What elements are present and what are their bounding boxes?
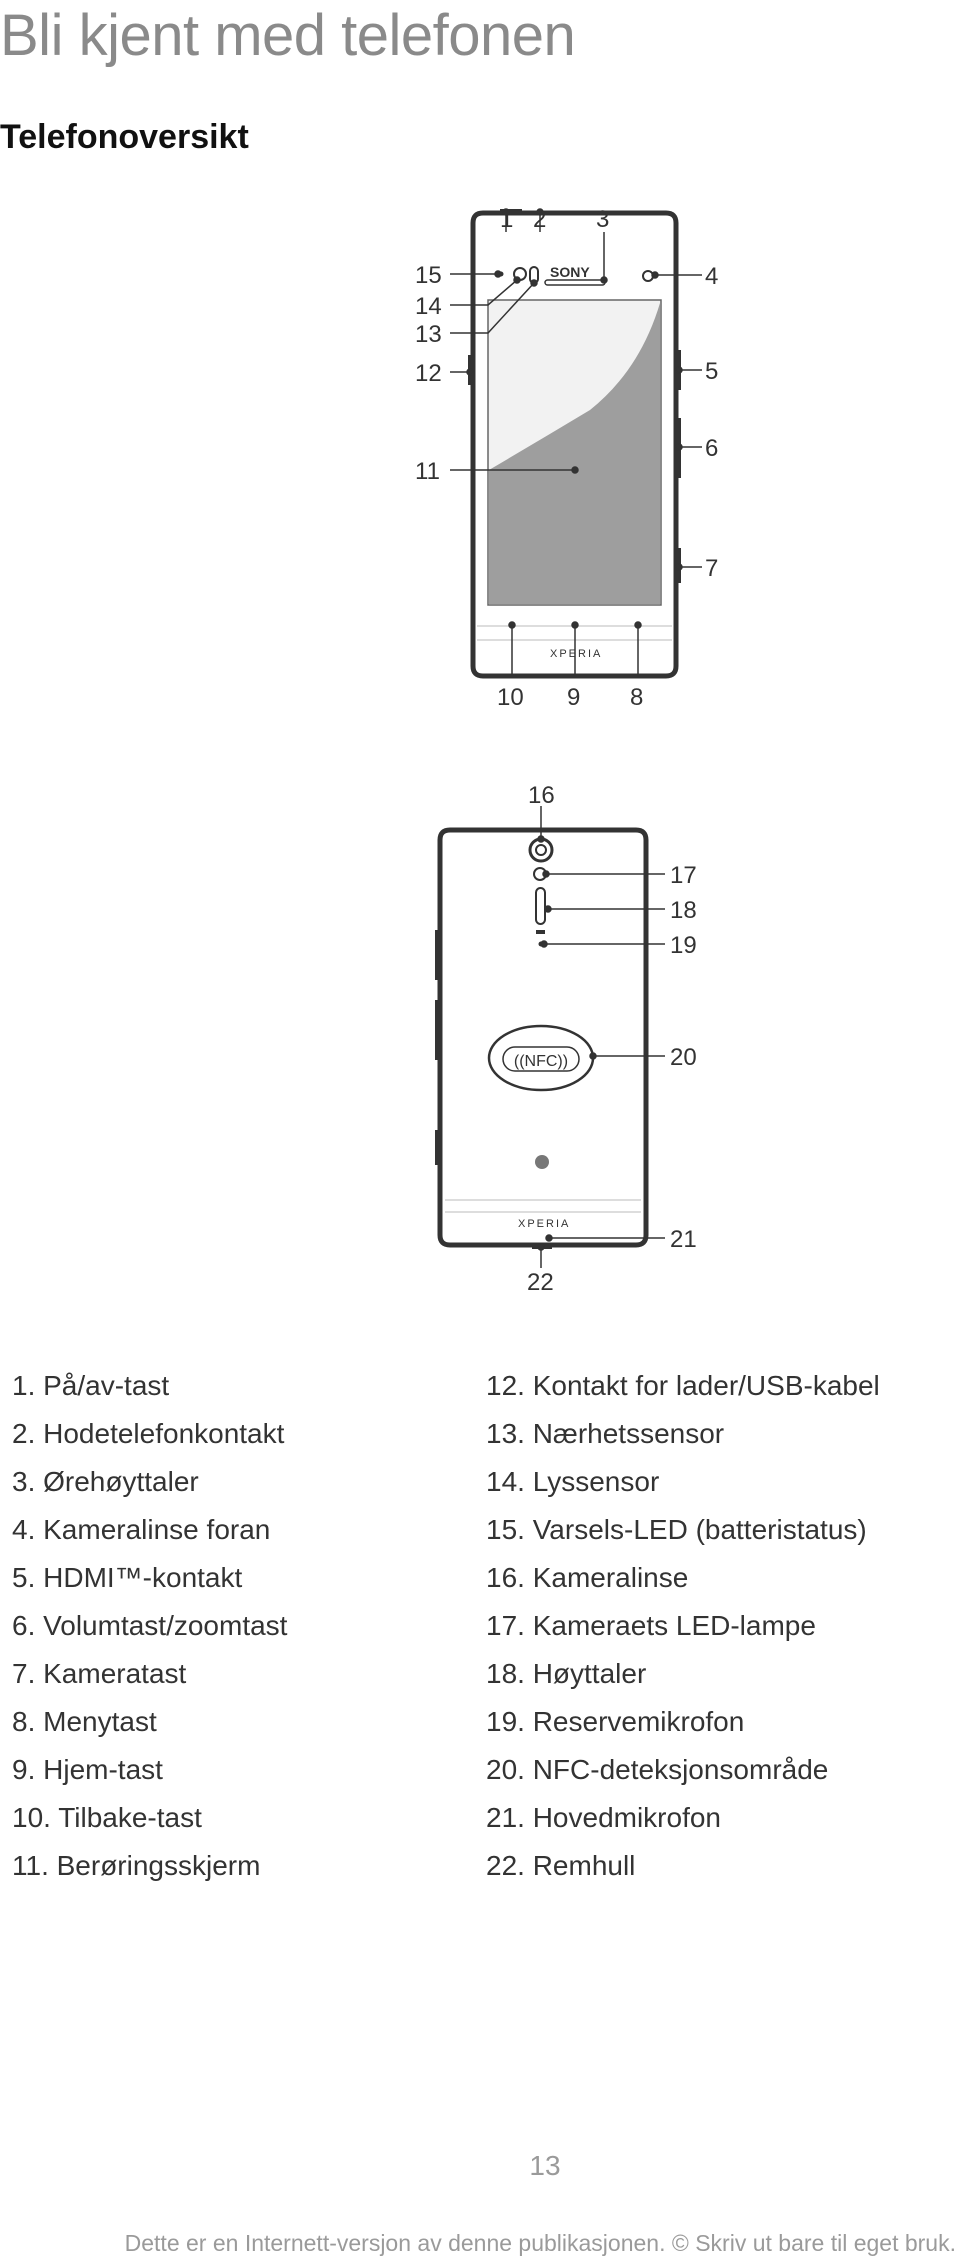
callout-11: 11 <box>415 458 440 485</box>
callout-5: 5 <box>705 358 718 385</box>
callout-21: 21 <box>670 1226 697 1253</box>
speaker <box>535 887 546 925</box>
callout-19: 19 <box>670 932 697 959</box>
legend-item: 19. Reservemikrofon <box>486 1706 745 1737</box>
power-key <box>500 209 522 213</box>
callout-1: 1 <box>500 206 513 233</box>
legend-item: 20. NFC-deteksjonsområde <box>486 1754 829 1785</box>
legend-item: 15. Varsels-LED (batteristatus) <box>486 1514 867 1545</box>
callout-17: 17 <box>670 862 697 889</box>
legend-item: 7. Kameratast <box>12 1658 187 1689</box>
sony-logo-mark <box>535 1155 549 1169</box>
earpiece-speaker <box>544 279 606 286</box>
callout-20: 20 <box>670 1044 697 1071</box>
page-number: 13 <box>529 2150 561 2181</box>
legend-item: 17. Kameraets LED-lampe <box>486 1610 816 1641</box>
legend-item: 13. Nærhetssensor <box>486 1418 725 1449</box>
callout-10: 10 <box>497 684 524 711</box>
footer-note: Dette er en Internett-versjon av denne p… <box>124 2230 956 2256</box>
callout-8: 8 <box>630 684 643 711</box>
callout-9: 9 <box>567 684 580 711</box>
legend-left-column: 1. På/av-tast 2. Hodetelefonkontakt 3. Ø… <box>12 1362 287 1890</box>
callout-4: 4 <box>705 263 718 290</box>
legend-item: 2. Hodetelefonkontakt <box>12 1418 285 1449</box>
callout-3: 3 <box>596 206 609 233</box>
legend-right-column: 12. Kontakt for lader/USB-kabel 13. Nærh… <box>486 1362 880 1890</box>
phone-back-diagram: ((NFC)) XPERIA 16 17 18 19 20 21 22 <box>435 782 697 1296</box>
legend-item: 1. På/av-tast <box>12 1370 170 1401</box>
callout-18: 18 <box>670 897 697 924</box>
callout-14: 14 <box>415 293 442 320</box>
legend-item: 5. HDMI™-kontakt <box>12 1562 243 1593</box>
legend-item: 4. Kameralinse foran <box>12 1514 271 1545</box>
callout-22: 22 <box>527 1269 554 1296</box>
legend-item: 3. Ørehøyttaler <box>12 1466 199 1497</box>
callout-6: 6 <box>705 435 718 462</box>
legend-item: 8. Menytast <box>12 1706 157 1737</box>
brand-sony: SONY <box>550 264 590 280</box>
legend-item: 22. Remhull <box>486 1850 636 1881</box>
legend-item: 14. Lyssensor <box>486 1466 660 1497</box>
screen-wallpaper <box>489 303 660 604</box>
callout-12: 12 <box>415 360 442 387</box>
legend-item: 12. Kontakt for lader/USB-kabel <box>486 1370 880 1401</box>
brand-xperia: XPERIA <box>550 648 602 660</box>
callout-13: 13 <box>415 321 442 348</box>
brand-xperia-back: XPERIA <box>518 1218 570 1230</box>
callout-16: 16 <box>528 782 555 809</box>
callout-7: 7 <box>705 555 718 582</box>
callout-2: 2 <box>533 206 546 233</box>
section-heading: Telefonoversikt <box>0 118 249 156</box>
nfc-label: ((NFC)) <box>514 1053 568 1070</box>
legend-item: 11. Berøringsskjerm <box>12 1850 261 1881</box>
legend-item: 9. Hjem-tast <box>12 1754 163 1785</box>
phone-front-diagram: SONY XPERIA 1 2 3 4 5 6 7 8 9 10 11 12 1… <box>415 206 718 711</box>
callout-15: 15 <box>415 262 442 289</box>
legend-item: 21. Hovedmikrofon <box>486 1802 722 1833</box>
legend-item: 10. Tilbake-tast <box>12 1802 202 1833</box>
legend-item: 18. Høyttaler <box>486 1658 647 1689</box>
page-title: Bli kjent med telefonen <box>0 3 576 68</box>
legend-item: 16. Kameralinse <box>486 1562 689 1593</box>
legend-item: 6. Volumtast/zoomtast <box>12 1610 288 1641</box>
